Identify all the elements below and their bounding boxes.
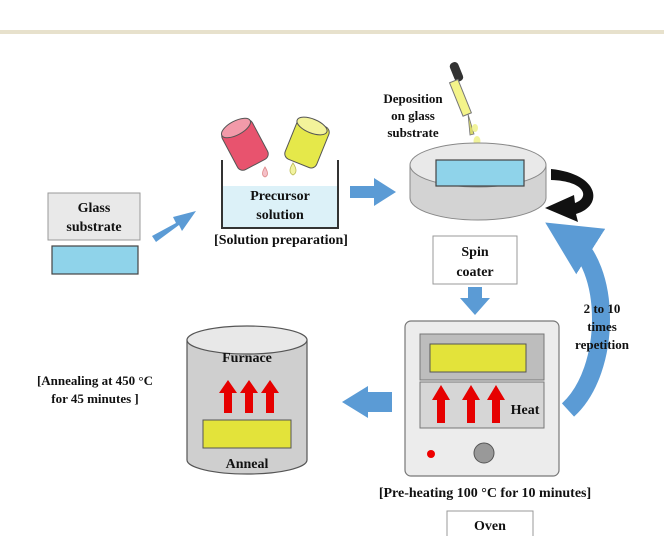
heat-label: Heat: [511, 403, 540, 418]
knob-icon: [473, 442, 495, 464]
arrow-to-oven: [460, 287, 490, 315]
glass-label-line2: substrate: [66, 220, 121, 235]
arrow-to-solution: [152, 211, 196, 242]
repetition-label: 2 to 10 times repetition: [575, 301, 630, 352]
deposition-label-line3: substrate: [387, 125, 439, 140]
furnace-label: Furnace: [222, 351, 272, 366]
preheating-caption: [Pre-heating 100 °C for 10 minutes]: [379, 486, 591, 501]
oven-label-box: Oven: [446, 510, 534, 536]
arrow-to-furnace: [342, 386, 392, 418]
repetition-label-line1: 2 to 10: [584, 301, 621, 316]
pink-drop: [262, 166, 268, 178]
precursor-label-line1: Precursor: [250, 189, 310, 204]
top-divider: [0, 30, 664, 34]
precursor-label-line2: solution: [256, 208, 304, 223]
solution-preparation-caption: [Solution preparation]: [214, 233, 348, 248]
cup-icon: [284, 116, 330, 169]
yellow-drop: [289, 162, 297, 176]
repetition-arrow: [545, 222, 610, 417]
top-bar: [0, 0, 664, 30]
repetition-label-line2: times: [587, 319, 617, 334]
spin-label-line2: coater: [456, 265, 493, 280]
heat-arrow-icon: [219, 380, 279, 413]
furnace-icon: Furnace Anneal: [186, 325, 308, 475]
spin-label-line1: Spin: [461, 245, 488, 260]
annealing-caption: [Annealing at 450 °C for 45 minutes ]: [37, 373, 153, 406]
rotation-arrow-icon: [545, 169, 594, 222]
annealing-line1: [Annealing at 450 °C: [37, 373, 153, 388]
deposition-label-line1: Deposition: [383, 91, 443, 106]
glass-substrate-label-box: Glass substrate: [47, 192, 141, 241]
annealing-line2: for 45 minutes ]: [51, 391, 139, 406]
oven-label: Oven: [474, 519, 506, 534]
heat-arrow-icon: [432, 385, 505, 423]
beaker-icon: Precursor solution: [221, 160, 339, 229]
spin-disk-icon: [409, 142, 547, 221]
oven-icon: Heat: [404, 320, 560, 477]
repetition-label-line3: repetition: [575, 337, 630, 352]
deposition-label: Deposition on glass substrate: [383, 91, 443, 140]
glass-slide: [51, 245, 139, 275]
glass-label-line1: Glass: [78, 201, 111, 216]
anneal-label: Anneal: [226, 457, 269, 472]
spin-coater-label-box: Spin coater: [432, 235, 518, 285]
cup-icon: [220, 117, 269, 171]
deposition-label-line2: on glass: [391, 108, 435, 123]
arrow-to-spin-coater: [350, 178, 396, 206]
